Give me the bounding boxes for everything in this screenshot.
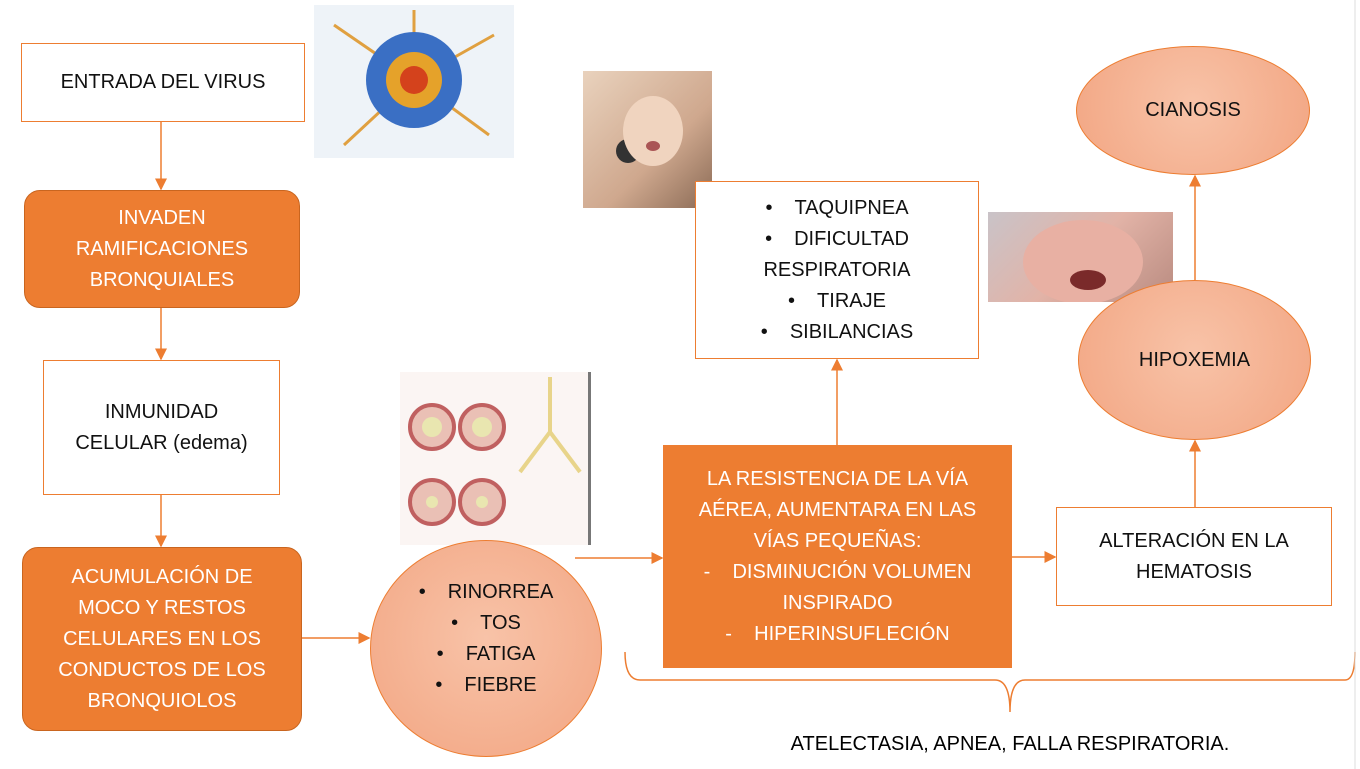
sign-item: SIBILANCIAS (737, 317, 937, 348)
node-resistencia: LA RESISTENCIA DE LA VÍA AÉREA, AUMENTARA… (663, 445, 1012, 668)
node-label: CIANOSIS (1145, 99, 1241, 121)
sign-item: TIRAJE (737, 286, 937, 317)
symptom-item: TOS (419, 608, 554, 639)
node-label: LA RESISTENCIA DE LA VÍA (706, 467, 969, 490)
bronchioles-image (400, 372, 591, 545)
node-label: AÉREA, AUMENTARA EN LAS (698, 498, 977, 521)
symptom-item: FATIGA (419, 639, 554, 670)
brace (624, 651, 1356, 713)
node-label: INVADEN (118, 206, 206, 229)
baby-stethoscope-image (583, 71, 712, 208)
crying-baby-image (988, 212, 1173, 302)
node-label: ALTERACIÓN EN LA (1099, 529, 1289, 552)
complications-text: ATELECTASIA, APNEA, FALLA RESPIRATORIA. (760, 728, 1260, 760)
node-label: MOCO Y RESTOS (78, 596, 246, 619)
symptom-item: FIEBRE (419, 670, 554, 701)
node-cianosis: CIANOSIS (1076, 46, 1310, 175)
node-hipoxemia: HIPOXEMIA (1078, 280, 1311, 440)
node-alteracion: ALTERACIÓN EN LA HEMATOSIS (1056, 507, 1332, 606)
virus-image (314, 5, 514, 158)
symptom-item: RINORREA (419, 577, 554, 608)
node-label: ENTRADA DEL VIRUS (60, 71, 266, 93)
node-label: INMUNIDAD (104, 400, 219, 423)
node-sintomas: RINORREATOSFATIGAFIEBRE (370, 540, 602, 757)
node-label: VÍAS PEQUEÑAS: (753, 529, 922, 552)
node-entrada-del-virus: ENTRADA DEL VIRUS (21, 43, 305, 122)
node-label: ACUMULACIÓN DE (71, 565, 253, 588)
node-label: - HIPERINSUFLECIÓN (725, 622, 950, 645)
node-label: HEMATOSIS (1136, 560, 1252, 583)
sign-item: TAQUIPNEA (737, 193, 937, 224)
node-label: - DISMINUCIÓN VOLUMEN (703, 560, 972, 583)
node-label: CELULARES EN LOS (63, 627, 261, 650)
node-invaden: INVADEN RAMIFICACIONES BRONQUIALES (24, 190, 300, 308)
node-label: CELULAR (edema) (75, 431, 248, 454)
node-signos: TAQUIPNEADIFICULTAD RESPIRATORIATIRAJESI… (695, 181, 979, 359)
node-label: BRONQUIOLOS (87, 689, 237, 712)
sign-item: DIFICULTAD RESPIRATORIA (737, 224, 937, 286)
node-label: INSPIRADO (782, 591, 893, 614)
node-acumulacion: ACUMULACIÓN DE MOCO Y RESTOS CELULARES EN … (22, 547, 302, 731)
node-label: BRONQUIALES (89, 268, 235, 291)
node-label: RAMIFICACIONES (75, 237, 249, 260)
node-label: ATELECTASIA, APNEA, FALLA RESPIRATORIA. (790, 732, 1230, 755)
node-label: CONDUCTOS DE LOS (58, 658, 266, 681)
node-inmunidad: INMUNIDAD CELULAR (edema) (43, 360, 280, 495)
node-label: HIPOXEMIA (1138, 348, 1251, 371)
